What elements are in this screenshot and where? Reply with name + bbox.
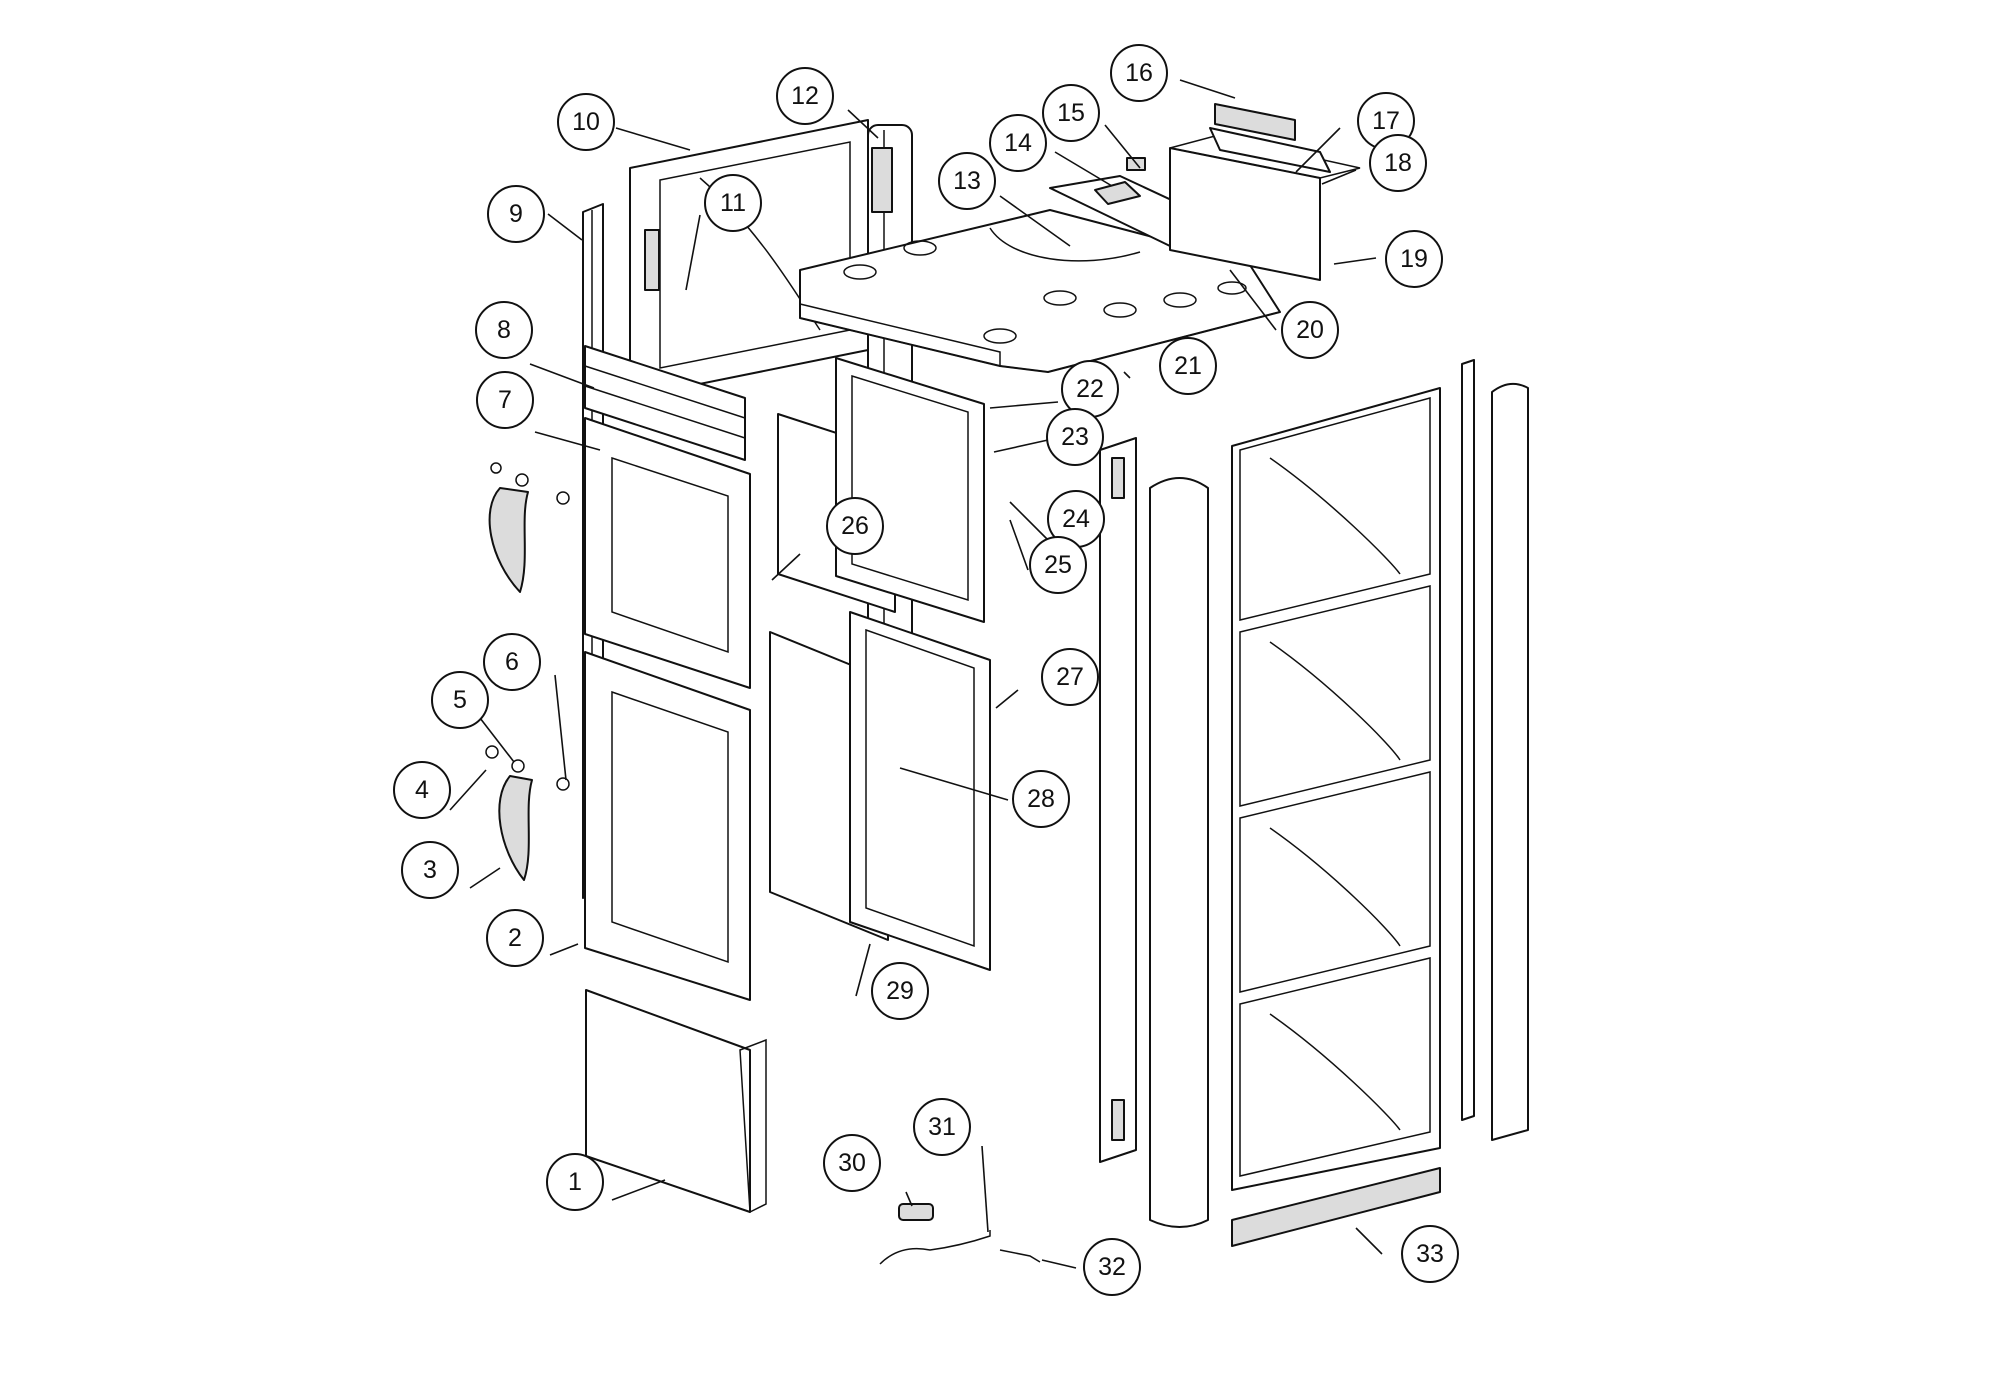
svg-text:5: 5 [453, 686, 467, 714]
callout-12: 12 [776, 67, 834, 125]
svg-text:21: 21 [1174, 352, 1202, 380]
callout-29: 29 [871, 962, 929, 1020]
side-column [1149, 477, 1209, 1228]
right-trim [1461, 359, 1529, 1141]
callout-1: 1 [546, 1153, 604, 1211]
svg-text:31: 31 [928, 1113, 956, 1141]
callout-3: 3 [401, 841, 459, 899]
svg-text:25: 25 [1044, 551, 1072, 579]
callout-24: 24 [1047, 490, 1105, 548]
callout-8: 8 [475, 301, 533, 359]
svg-text:17: 17 [1372, 107, 1400, 135]
bottom-door [585, 989, 767, 1214]
callout-28: 28 [1012, 770, 1070, 828]
callout-19: 19 [1385, 230, 1443, 288]
callouts: 1 2 3 4 5 6 7 8 9 10 11 12 13 14 15 16 1… [393, 44, 1459, 1296]
callout-5: 5 [431, 671, 489, 729]
stove-drawing [485, 103, 1529, 1265]
callout-18: 18 [1369, 134, 1427, 192]
svg-text:27: 27 [1056, 663, 1084, 691]
callout-16: 16 [1110, 44, 1168, 102]
svg-text:26: 26 [841, 512, 869, 540]
svg-text:16: 16 [1125, 59, 1153, 87]
spring-assembly [879, 1203, 1041, 1265]
base-plate [1231, 1167, 1441, 1247]
side-panel [1231, 387, 1441, 1191]
svg-text:24: 24 [1062, 505, 1090, 533]
door-handle-lower [485, 745, 570, 881]
callout-10: 10 [557, 93, 615, 151]
svg-text:3: 3 [423, 856, 437, 884]
callout-14: 14 [989, 114, 1047, 172]
front-frame-upper [584, 417, 751, 689]
callout-22: 22 [1061, 360, 1119, 418]
svg-text:30: 30 [838, 1149, 866, 1177]
callout-13: 13 [938, 152, 996, 210]
callout-20: 20 [1281, 301, 1339, 359]
svg-text:7: 7 [498, 386, 512, 414]
svg-text:4: 4 [415, 776, 429, 804]
callout-11: 11 [704, 174, 762, 232]
svg-text:8: 8 [497, 316, 511, 344]
svg-text:14: 14 [1004, 129, 1032, 157]
callout-2: 2 [486, 909, 544, 967]
svg-text:29: 29 [886, 977, 914, 1005]
front-frame-lower [584, 651, 751, 1001]
svg-text:11: 11 [720, 189, 746, 217]
svg-text:33: 33 [1416, 1240, 1444, 1268]
flue-assembly [1169, 103, 1361, 281]
side-rail [1099, 437, 1137, 1163]
svg-text:10: 10 [572, 108, 600, 136]
svg-text:6: 6 [505, 648, 519, 676]
svg-text:23: 23 [1061, 423, 1089, 451]
front-louvre [584, 345, 746, 461]
callout-15: 15 [1042, 84, 1100, 142]
svg-text:9: 9 [509, 200, 523, 228]
svg-text:12: 12 [791, 82, 819, 110]
svg-text:2: 2 [508, 924, 522, 952]
svg-text:18: 18 [1384, 149, 1412, 177]
callout-23: 23 [1046, 408, 1104, 466]
callout-33: 33 [1401, 1225, 1459, 1283]
svg-text:20: 20 [1296, 316, 1324, 344]
rear-panel [629, 119, 869, 399]
svg-text:32: 32 [1098, 1253, 1126, 1281]
svg-text:19: 19 [1400, 245, 1428, 273]
svg-text:1: 1 [568, 1168, 582, 1196]
svg-text:13: 13 [953, 167, 981, 195]
callout-leaders [449, 79, 1383, 1269]
inner-door-frame-upper [835, 357, 985, 623]
callout-21: 21 [1159, 337, 1217, 395]
door-handle-upper [488, 462, 570, 593]
svg-text:15: 15 [1057, 99, 1085, 127]
top-plate [799, 209, 1281, 373]
callout-32: 32 [1083, 1238, 1141, 1296]
callout-30: 30 [823, 1134, 881, 1192]
callout-4: 4 [393, 761, 451, 819]
callout-6: 6 [483, 633, 541, 691]
callout-25: 25 [1029, 536, 1087, 594]
callout-27: 27 [1041, 648, 1099, 706]
callout-26: 26 [826, 497, 884, 555]
callout-9: 9 [487, 185, 545, 243]
svg-text:22: 22 [1076, 375, 1104, 403]
svg-text:28: 28 [1027, 785, 1055, 813]
callout-31: 31 [913, 1098, 971, 1156]
inner-door-frame-lower [849, 611, 991, 971]
callout-7: 7 [476, 371, 534, 429]
